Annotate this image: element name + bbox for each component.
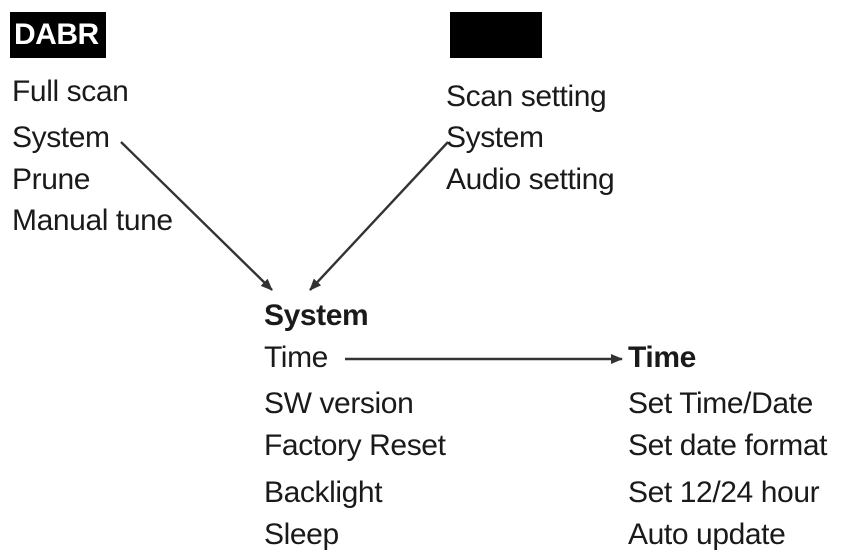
system-menu-item-time: Time (264, 341, 328, 374)
system-menu-item-backlight: Backlight (264, 476, 383, 509)
dab-menu-item-full-scan: Full scan (12, 75, 129, 108)
other-menu-item-system: System (446, 121, 544, 154)
dab-menu-item-manual-tune: Manual tune (12, 204, 173, 237)
other-menu-item-audio-setting: Audio setting (446, 163, 615, 196)
arrow-other-system-to-system-menu (309, 141, 449, 291)
system-menu-item-sw-version: SW version (264, 387, 414, 420)
time-menu-item-set-12-24-hour: Set 12/24 hour (628, 476, 820, 509)
dab-menu-item-prune: Prune (12, 163, 91, 196)
other-menu-item-scan-setting: Scan setting (446, 80, 607, 113)
other-mode-badge (450, 12, 542, 58)
dab-menu-item-system: System (12, 121, 110, 154)
time-menu-title: Time (628, 341, 696, 374)
time-menu-item-auto-update: Auto update (628, 518, 786, 551)
system-menu-item-factory-reset: Factory Reset (264, 429, 446, 462)
time-menu-item-set-date-format: Set date format (628, 429, 828, 462)
system-menu-item-sleep: Sleep (264, 518, 339, 551)
dab-mode-badge: DABR (10, 12, 106, 58)
time-menu-item-set-time-date: Set Time/Date (628, 387, 813, 420)
system-menu-title: System (264, 299, 369, 332)
